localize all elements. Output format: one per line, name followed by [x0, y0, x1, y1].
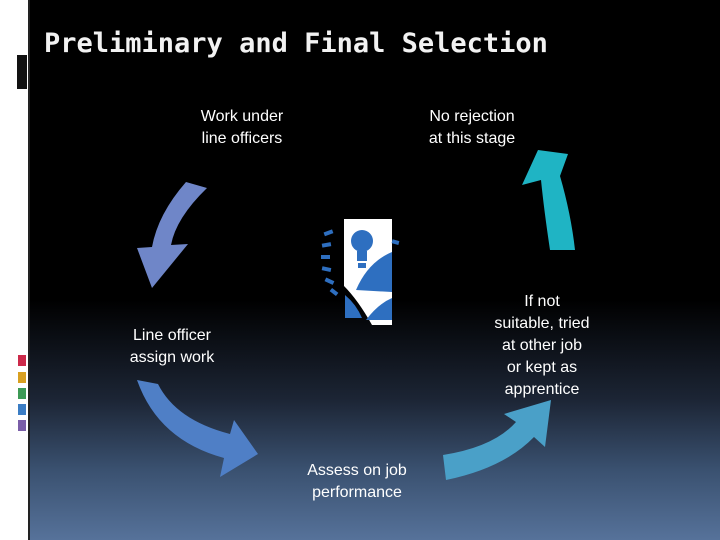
- title-bullet: [17, 55, 27, 89]
- accent-tick: [18, 355, 26, 366]
- arrow-top-left: [137, 182, 207, 288]
- step-if-not-suitable: If not suitable, tried at other job or k…: [494, 293, 590, 398]
- lightbulb-idea-icon: [321, 219, 400, 325]
- accent-tick: [18, 388, 26, 399]
- step-work-under-line-officers: Work under line officers: [200, 108, 284, 147]
- left-edge-strip: [0, 0, 28, 540]
- step-assess-on-job: Assess on job performance: [307, 462, 407, 501]
- accent-tick: [18, 420, 26, 431]
- arrow-bottom-right: [443, 400, 551, 480]
- left-edge-line: [28, 0, 30, 540]
- arrow-bottom-left: [137, 380, 258, 477]
- step-no-rejection: No rejection at this stage: [428, 108, 516, 147]
- step-line-officer-assign: Line officer assign work: [129, 327, 215, 366]
- accent-tick: [18, 372, 26, 383]
- slide-title: Preliminary and Final Selection: [44, 28, 548, 59]
- arrow-top-right: [522, 150, 575, 250]
- accent-tick: [18, 404, 26, 415]
